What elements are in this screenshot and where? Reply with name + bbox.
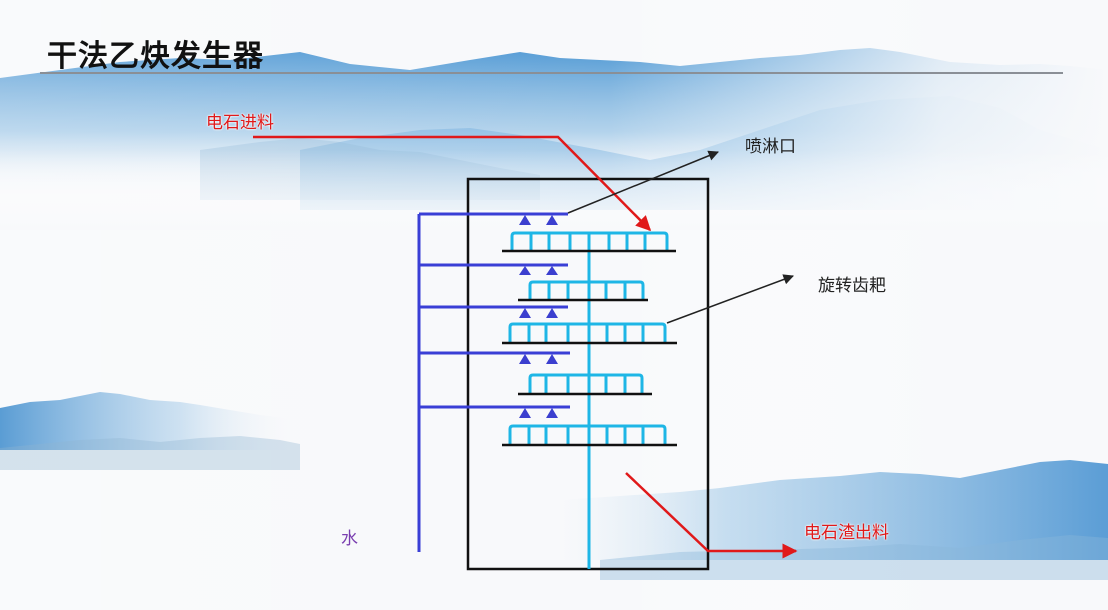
nozzle-icon bbox=[546, 266, 558, 275]
water-label: 水 bbox=[341, 529, 358, 549]
rotating-rake-label: 旋转齿耙 bbox=[818, 276, 886, 296]
rake-level-1 bbox=[502, 231, 676, 253]
title-underline bbox=[40, 72, 1063, 74]
spray-nozzle-label: 喷淋口 bbox=[745, 137, 796, 157]
rake-level-2 bbox=[518, 280, 648, 302]
rotating-rake-pointer bbox=[666, 274, 794, 324]
slag-discharge-arrow bbox=[625, 472, 798, 559]
rake-level-5 bbox=[502, 424, 677, 447]
spray-nozzle-pointer bbox=[567, 150, 719, 214]
nozzle-icon bbox=[546, 215, 558, 225]
nozzle-icon bbox=[519, 408, 531, 418]
nozzle-icon bbox=[546, 408, 558, 418]
slide-title: 干法乙炔发生器 bbox=[47, 39, 264, 74]
nozzle-icon bbox=[519, 308, 531, 318]
rake-level-3 bbox=[502, 322, 677, 345]
slag-discharge-label: 电石渣出料 bbox=[804, 523, 889, 543]
nozzle-icon bbox=[519, 266, 531, 275]
rake-level-4 bbox=[518, 373, 652, 396]
nozzle-icon bbox=[546, 354, 558, 364]
nozzle-icon bbox=[546, 308, 558, 318]
carbide-feed-label: 电石进料 bbox=[206, 113, 274, 133]
carbide-feed-arrow bbox=[253, 135, 652, 232]
nozzle-icon bbox=[519, 215, 531, 225]
nozzle-icon bbox=[519, 354, 531, 364]
water-supply-piping bbox=[417, 212, 570, 552]
spray-nozzles bbox=[519, 215, 558, 418]
